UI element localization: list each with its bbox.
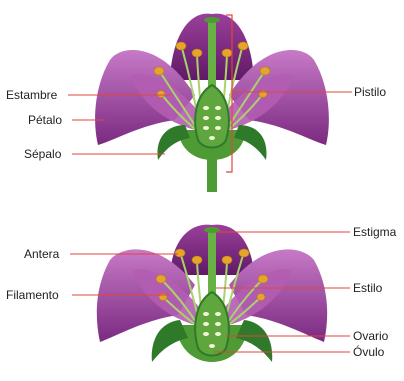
label-estilo: Estilo bbox=[353, 281, 383, 295]
label-filamento: Filamento bbox=[6, 288, 59, 302]
flower-top: Estambre Pétalo Sépalo Pistilo bbox=[6, 14, 386, 192]
label-estigma: Estigma bbox=[353, 225, 397, 239]
label-petalo: Pétalo bbox=[28, 113, 62, 127]
label-pistilo: Pistilo bbox=[354, 85, 386, 99]
stigma bbox=[204, 17, 220, 23]
label-estambre: Estambre bbox=[6, 88, 58, 102]
label-ovulo: Óvulo bbox=[353, 344, 385, 359]
style bbox=[208, 20, 216, 90]
label-sepalo: Sépalo bbox=[24, 147, 62, 161]
label-antera: Antera bbox=[24, 247, 60, 261]
flower-bottom: Antera Filamento Estigma Estilo Ovario Ó… bbox=[6, 225, 397, 362]
label-ovario: Ovario bbox=[353, 329, 389, 343]
style-b bbox=[208, 230, 216, 295]
